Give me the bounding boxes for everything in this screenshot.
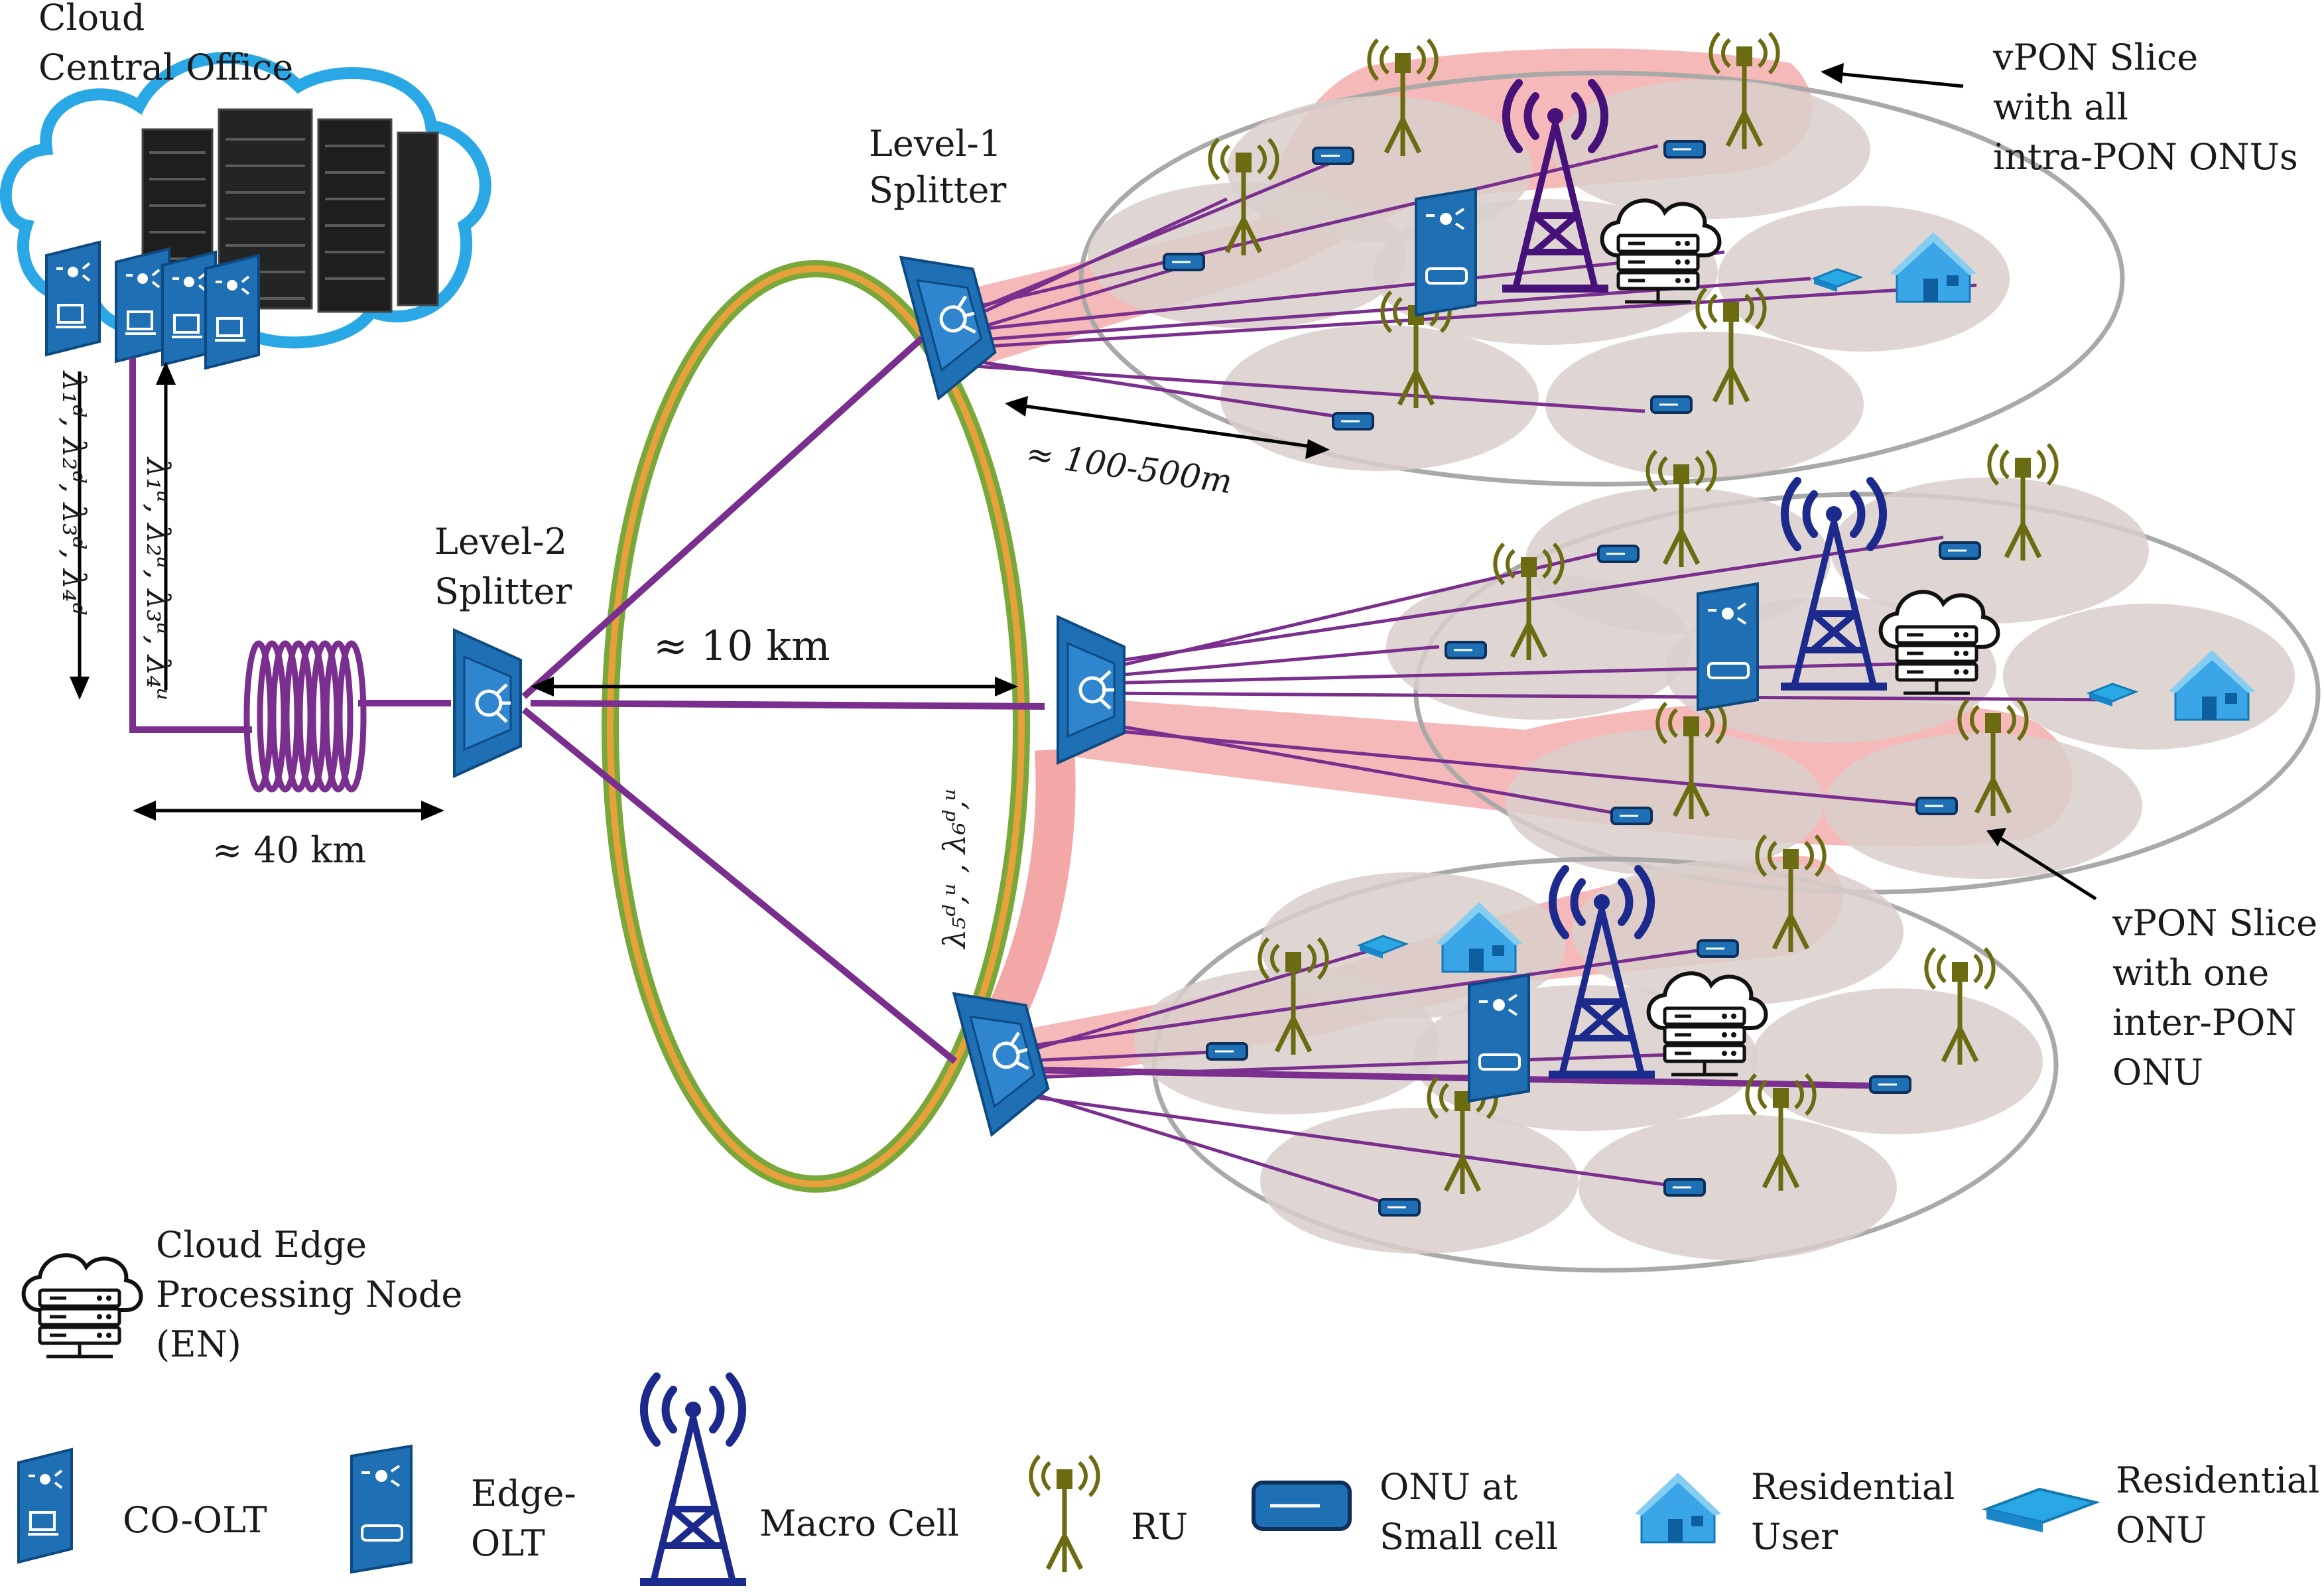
- level1-splitter-top-icon: [901, 240, 1003, 398]
- legend-label: OLT: [471, 1522, 545, 1564]
- ru-antenna-icon: [1031, 1456, 1098, 1572]
- legend-label: Macro Cell: [759, 1502, 959, 1544]
- macro-cell-icon: [640, 1376, 746, 1582]
- legend-label: Small cell: [1380, 1516, 1558, 1558]
- legend-label: ONU at: [1380, 1466, 1517, 1508]
- legend-label: Residential: [1751, 1466, 1955, 1508]
- feeder-fiber: [129, 358, 451, 793]
- onu-small-cell-icon: [1252, 1481, 1352, 1531]
- edge-olt-icon: [350, 1445, 413, 1573]
- residential-user-icon: [1634, 1471, 1722, 1544]
- onu-small-cell-icon: [1378, 1198, 1421, 1217]
- dist-40km-label: ≈ 40 km: [212, 829, 366, 871]
- legend: CO-OLT Edge- OLT Macro Cell RU ONU at Sm…: [17, 1376, 2319, 1582]
- level2-splitter-icon: [454, 630, 521, 776]
- vpon-one-line3: inter-PON: [2112, 1002, 2297, 1043]
- vpon-one-line2: with one: [2112, 952, 2269, 994]
- trunk-fibers: [521, 336, 1045, 1064]
- vpon-all-line2: with all: [1993, 86, 2128, 128]
- legend-item-edge-olt: Edge- OLT: [350, 1445, 576, 1573]
- onu-small-cell-icon: [1869, 1075, 1911, 1094]
- legend-label: RU: [1131, 1506, 1188, 1548]
- cluster-bottom: [1134, 856, 2059, 1273]
- dist-40km-arrow: [133, 801, 444, 821]
- legend-item-onu: ONU at Small cell: [1252, 1466, 1558, 1558]
- legend-item-co-olt: CO-OLT: [17, 1448, 267, 1563]
- vpon-one-line1: vPON Slice: [2112, 902, 2317, 944]
- level1-label-line2: Splitter: [869, 169, 1006, 211]
- onu-small-cell-icon: [1332, 412, 1374, 431]
- en-label-line2: Processing Node: [156, 1274, 462, 1315]
- downstream-wavelengths-label: λ₁ᵈ, λ₂ᵈ, λ₃ᵈ, λ₄ᵈ: [55, 370, 92, 616]
- onu-small-cell-icon: [1206, 1042, 1248, 1061]
- level1-label-line1: Level-1: [869, 123, 1001, 165]
- legend-item-residential-user: Residential User: [1634, 1466, 1955, 1558]
- cloud-edge-node-legend-icon: [24, 1255, 141, 1357]
- vpon-all-line3: intra-PON ONUs: [1993, 136, 2298, 178]
- onu-small-cell-icon: [1939, 541, 1981, 560]
- onu-small-cell-icon: [1663, 140, 1706, 159]
- cloud-co-title-line2: Central Office: [38, 46, 293, 88]
- level2-label-line2: Splitter: [434, 570, 572, 612]
- legend-label: CO-OLT: [123, 1499, 267, 1541]
- ring-wavelengths-label: λ₅ᵈ,ᵘ , λ₆ᵈ,ᵘ: [936, 788, 972, 950]
- co-olt-1-icon: [45, 241, 101, 356]
- legend-item-ru: RU: [1031, 1456, 1188, 1572]
- onu-small-cell-icon: [1163, 253, 1205, 271]
- cloud-co-title-line1: Cloud: [38, 0, 145, 38]
- co-olt-4-icon: [204, 254, 260, 369]
- drop-fibers: [954, 144, 2116, 1209]
- edge-olt-icon: [1415, 188, 1477, 316]
- edge-olt-icon: [1468, 974, 1530, 1102]
- onu-small-cell-icon: [1445, 641, 1487, 659]
- onu-small-cell-icon: [1663, 1178, 1706, 1197]
- legend-item-macro-cell: Macro Cell: [640, 1376, 959, 1582]
- legend-label: ONU: [2116, 1509, 2207, 1551]
- en-label-line1: Cloud Edge: [156, 1224, 367, 1266]
- legend-label: User: [1751, 1516, 1838, 1558]
- legend-label: Edge-: [471, 1473, 576, 1514]
- vpon-one-line4: ONU: [2112, 1051, 2203, 1093]
- level2-label-line1: Level-2: [434, 521, 567, 563]
- legend-label: Residential: [2116, 1459, 2319, 1501]
- vpon-one-arrow: [1986, 828, 2097, 901]
- onu-small-cell-icon: [1697, 939, 1739, 958]
- dist-10km-label: ≈ 10 km: [653, 622, 830, 670]
- co-olt-2-icon: [115, 247, 170, 363]
- onu-small-cell-icon: [1610, 807, 1653, 825]
- onu-small-cell-icon: [1915, 797, 1958, 815]
- wavelength-arrows: [70, 362, 176, 700]
- cloud-central-office: [0, 52, 491, 369]
- fiber-ring: [602, 260, 1030, 1193]
- onu-small-cell-icon: [1312, 147, 1354, 165]
- co-olt-icon: [17, 1448, 73, 1563]
- onu-small-cell-icon: [1650, 395, 1693, 414]
- fiber-spool-icon: [243, 640, 367, 793]
- dist-100-500m-label: ≈ 100-500m: [1023, 434, 1234, 501]
- upstream-wavelengths-label: λ₁ᵘ, λ₂ᵘ, λ₃ᵘ, λ₄ᵘ: [139, 456, 176, 701]
- edge-olt-icon: [1697, 582, 1759, 711]
- en-label-line3: (EN): [156, 1323, 241, 1365]
- dist-100-500m-arrow: [1005, 396, 1330, 459]
- dist-10km-arrow: [531, 677, 1018, 696]
- vpon-all-line1: vPON Slice: [1992, 36, 2198, 78]
- onu-small-cell-icon: [1597, 545, 1640, 563]
- legend-item-residential-onu: Residential ONU: [1982, 1459, 2319, 1551]
- residential-onu-icon: [1982, 1487, 2100, 1532]
- vpon-all-arrow: [1821, 63, 1964, 88]
